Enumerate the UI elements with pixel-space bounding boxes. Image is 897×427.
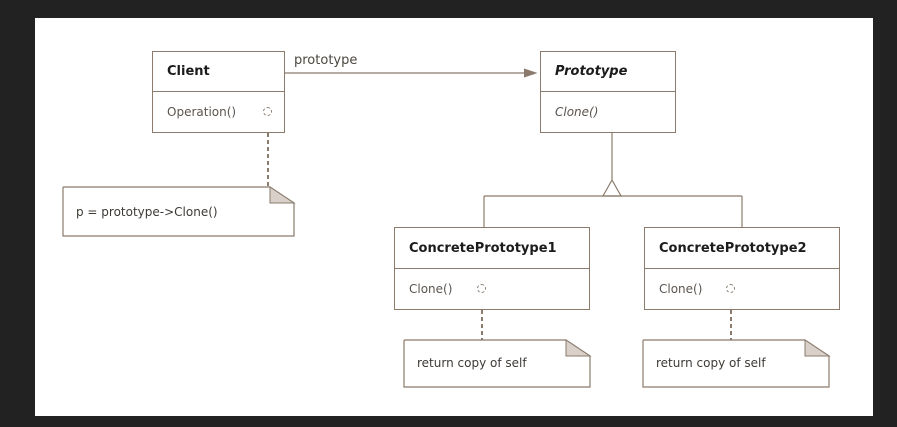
concrete2-note-text: return copy of self — [656, 356, 766, 370]
prototype-operation: Clone() — [555, 105, 599, 119]
concrete2-note-outline — [642, 339, 831, 388]
concrete-prototype-2-class: ConcretePrototype2 Clone() — [644, 227, 840, 310]
client-operation-label: Operation() — [167, 105, 237, 119]
prototype-class: Prototype Clone() — [540, 51, 676, 133]
prototype-class-name: Prototype — [541, 52, 675, 92]
concrete-prototype-2-name: ConcretePrototype2 — [645, 228, 839, 269]
concrete2-note-anchor-dot — [726, 284, 735, 293]
concrete-prototype-1-class: ConcretePrototype1 Clone() — [394, 227, 590, 310]
client-note-anchor-dot — [263, 107, 272, 116]
concrete1-note-outline — [403, 339, 592, 388]
association-label: prototype — [294, 53, 358, 68]
concrete1-note-anchor-dot — [477, 284, 486, 293]
client-class: Client Operation() — [152, 51, 285, 133]
inheritance-triangle — [601, 178, 623, 197]
concrete1-note-text: return copy of self — [417, 356, 527, 370]
client-note-outline — [62, 186, 296, 237]
client-operation: Operation() — [153, 92, 284, 132]
concrete-prototype-2-operation: Clone() — [659, 282, 703, 296]
client-class-name: Client — [153, 52, 284, 92]
concrete-prototype-1-operation: Clone() — [409, 282, 453, 296]
client-note-text: p = prototype->Clone() — [76, 205, 218, 219]
association-arrowhead — [523, 68, 538, 78]
concrete-prototype-1-name: ConcretePrototype1 — [395, 228, 589, 269]
